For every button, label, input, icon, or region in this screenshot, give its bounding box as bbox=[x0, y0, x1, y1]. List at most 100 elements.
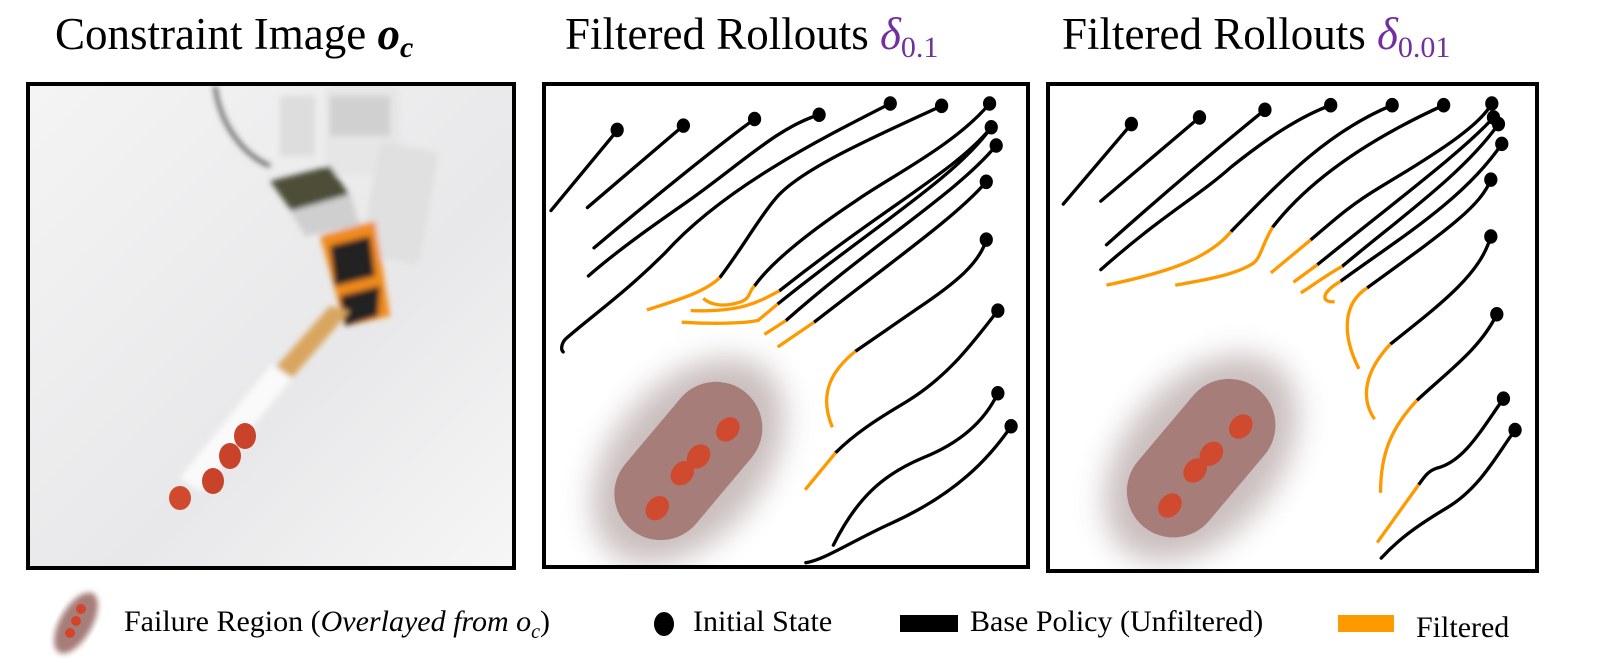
filtered-trajectory bbox=[1345, 286, 1369, 370]
filtered-trajectory bbox=[702, 284, 756, 307]
math-sub: c bbox=[531, 621, 541, 643]
initial-state-dot bbox=[1485, 96, 1499, 111]
base-policy-trajectory bbox=[1417, 396, 1506, 487]
base-policy-trajectory bbox=[560, 101, 892, 354]
failure-marker bbox=[1199, 441, 1224, 466]
initial-state-dot bbox=[1491, 116, 1506, 132]
math-sub: c bbox=[399, 31, 414, 64]
filtered-trajectory bbox=[1292, 263, 1319, 284]
title-text: Filtered Rollouts bbox=[565, 9, 880, 59]
base-policy-trajectory bbox=[1104, 108, 1267, 247]
base-policy-trajectory bbox=[784, 143, 998, 323]
initial-state-dot bbox=[979, 232, 993, 247]
constraint-image bbox=[30, 86, 512, 566]
filtered-trajectory bbox=[1375, 483, 1421, 544]
filtered-trajectory bbox=[803, 451, 837, 491]
initial-state-dot bbox=[812, 107, 826, 123]
base-policy-trajectory bbox=[1061, 122, 1134, 206]
base-policy-swatch bbox=[900, 615, 958, 632]
initial-state-dot bbox=[1484, 172, 1498, 187]
legend-failure-label: Failure Region ( bbox=[124, 605, 321, 638]
initial-state-dot bbox=[1324, 97, 1338, 113]
constraint-image-panel bbox=[26, 82, 516, 570]
base-policy-trajectory bbox=[1379, 428, 1517, 560]
base-policy-trajectory bbox=[1340, 122, 1501, 268]
initial-state-dot bbox=[989, 138, 1003, 153]
filtered-trajectory bbox=[1378, 399, 1419, 493]
initial-state-dot bbox=[1495, 136, 1509, 152]
initial-state-dot bbox=[676, 118, 690, 133]
base-policy-trajectory bbox=[1365, 177, 1493, 290]
filtered-swatch bbox=[1338, 615, 1394, 632]
robot-arm bbox=[180, 86, 439, 491]
initial-state-dot bbox=[1004, 418, 1018, 434]
legend-failure-region: Failure Region (Overlayed from oc) bbox=[124, 605, 550, 644]
base-policy-trajectory bbox=[718, 104, 944, 280]
base-policy-trajectory bbox=[752, 101, 992, 288]
legend-base-policy: Base Policy (Unfiltered) bbox=[970, 605, 1264, 638]
title-constraint-image: Constraint Image oc bbox=[55, 8, 413, 65]
legend-filtered: Filtered bbox=[1416, 611, 1510, 644]
title-text: Filtered Rollouts bbox=[1062, 9, 1377, 59]
base-policy-trajectory bbox=[549, 128, 619, 213]
filtered-trajectory bbox=[646, 276, 721, 312]
initial-state-dot bbox=[1258, 102, 1272, 118]
base-policy-trajectory bbox=[804, 424, 1013, 565]
failure-region bbox=[592, 357, 785, 565]
base-policy-trajectory bbox=[812, 180, 988, 324]
failure-marker bbox=[686, 444, 711, 469]
initial-state-dot bbox=[1437, 97, 1451, 113]
delta-symbol: δ bbox=[1377, 9, 1398, 59]
base-policy-trajectory bbox=[585, 123, 686, 210]
failure-marker bbox=[670, 460, 695, 486]
failure-marker bbox=[1183, 458, 1207, 483]
initial-state-dot bbox=[1490, 306, 1504, 322]
math-o: o bbox=[516, 605, 532, 638]
legend: Failure Region (Overlayed from oc) Initi… bbox=[0, 585, 1607, 660]
initial-state-dot bbox=[979, 174, 993, 190]
base-policy-trajectory bbox=[1229, 103, 1394, 234]
base-policy-trajectory bbox=[834, 308, 1000, 455]
filtered-trajectory bbox=[776, 320, 816, 349]
initial-state-dot bbox=[1508, 422, 1522, 438]
filtered-trajectory bbox=[1323, 279, 1342, 304]
filtered-trajectory bbox=[763, 319, 787, 336]
delta-symbol: δ bbox=[880, 9, 901, 59]
base-policy-trajectory bbox=[592, 117, 757, 250]
title-filtered-rollouts-0-1: Filtered Rollouts δ0.1 bbox=[565, 8, 938, 65]
base-policy-trajectory bbox=[1309, 101, 1494, 242]
filtered-trajectory bbox=[1364, 342, 1392, 421]
initial-state-dot bbox=[883, 96, 897, 111]
base-policy-trajectory bbox=[831, 391, 1000, 547]
filtered-trajectory bbox=[1299, 264, 1344, 295]
table-surface bbox=[30, 86, 512, 566]
rollouts-plot-0-01 bbox=[1061, 96, 1522, 562]
initial-state-dot bbox=[991, 303, 1005, 318]
initial-state-dot bbox=[1385, 97, 1399, 113]
legend-initial-state: Initial State bbox=[693, 605, 833, 638]
initial-state-dot bbox=[610, 122, 624, 138]
filtered-trajectory bbox=[681, 302, 779, 325]
filtered-rollouts-0-1-panel bbox=[542, 82, 1030, 569]
base-policy-trajectory bbox=[776, 125, 993, 306]
filtered-rollouts-0-01-panel bbox=[1046, 82, 1539, 573]
red-markers bbox=[169, 423, 256, 510]
filtered-trajectory bbox=[1269, 238, 1312, 275]
base-policy-trajectory bbox=[1339, 142, 1504, 283]
base-policy-trajectory bbox=[1099, 115, 1202, 203]
failure-marker bbox=[716, 417, 740, 442]
base-policy-trajectory bbox=[1415, 312, 1499, 402]
initial-state-dot bbox=[991, 385, 1005, 401]
title-filtered-rollouts-0-01: Filtered Rollouts δ0.01 bbox=[1062, 8, 1450, 65]
failure-marker bbox=[1158, 493, 1182, 518]
initial-state-dot bbox=[1124, 116, 1139, 132]
initial-state-dot-icon bbox=[654, 612, 674, 636]
initial-state-dot bbox=[1496, 391, 1511, 406]
filtered-trajectory bbox=[825, 349, 857, 428]
rollouts-plot-0-1 bbox=[549, 96, 1018, 565]
title-text: Constraint Image bbox=[55, 9, 378, 59]
failure-marker bbox=[1229, 414, 1253, 439]
initial-state-dot bbox=[982, 96, 997, 111]
base-policy-trajectory bbox=[586, 113, 821, 278]
base-policy-trajectory bbox=[1270, 103, 1446, 229]
